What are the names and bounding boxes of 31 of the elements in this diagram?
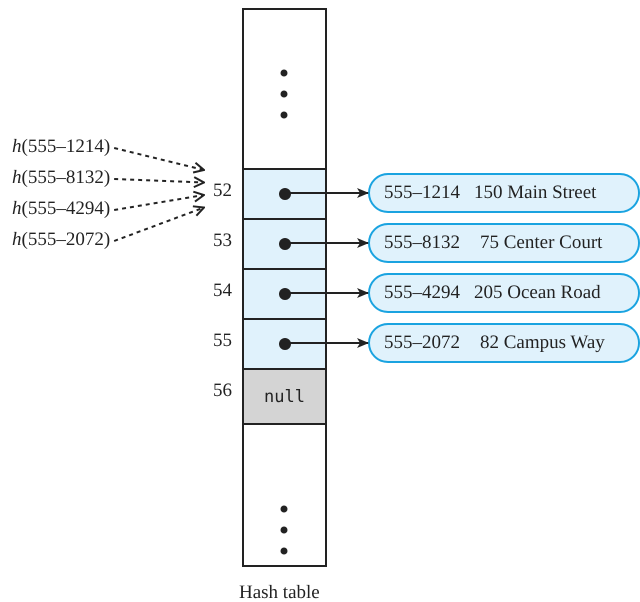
dashed-arrow bbox=[114, 205, 205, 242]
row-index: 55 bbox=[212, 330, 232, 352]
address-text: 82 Campus Way bbox=[480, 332, 605, 354]
phone-number: 555–8132 bbox=[384, 232, 460, 254]
phone-number: 555–2072 bbox=[384, 332, 460, 354]
phone-number: 555–1214 bbox=[384, 182, 460, 204]
table-cell bbox=[244, 168, 325, 218]
record-node bbox=[368, 173, 640, 213]
row-index: 52 bbox=[212, 180, 232, 202]
hash-call: h(555–2072) bbox=[12, 229, 110, 251]
hash-call: h(555–1214) bbox=[12, 136, 110, 158]
address-text: 150 Main Street bbox=[474, 182, 596, 204]
dashed-arrow bbox=[114, 176, 205, 188]
row-index: 54 bbox=[212, 280, 232, 302]
record-node bbox=[368, 273, 640, 313]
record-node bbox=[368, 323, 640, 363]
hash-call: h(555–8132) bbox=[12, 167, 110, 189]
null-cell: null bbox=[244, 368, 325, 425]
hash-call: h(555–4294) bbox=[12, 198, 110, 220]
address-text: 205 Ocean Road bbox=[474, 282, 601, 304]
record-node bbox=[368, 223, 640, 263]
table-cell bbox=[244, 218, 325, 268]
row-index: 53 bbox=[212, 230, 232, 252]
table-cell bbox=[244, 318, 325, 368]
table-caption: Hash table bbox=[239, 582, 320, 602]
phone-number: 555–4294 bbox=[384, 282, 460, 304]
table-cell bbox=[244, 268, 325, 318]
dashed-arrow bbox=[114, 190, 205, 211]
dashed-arrow bbox=[114, 147, 205, 174]
row-index: 56 bbox=[212, 380, 232, 402]
address-text: 75 Center Court bbox=[480, 232, 602, 254]
